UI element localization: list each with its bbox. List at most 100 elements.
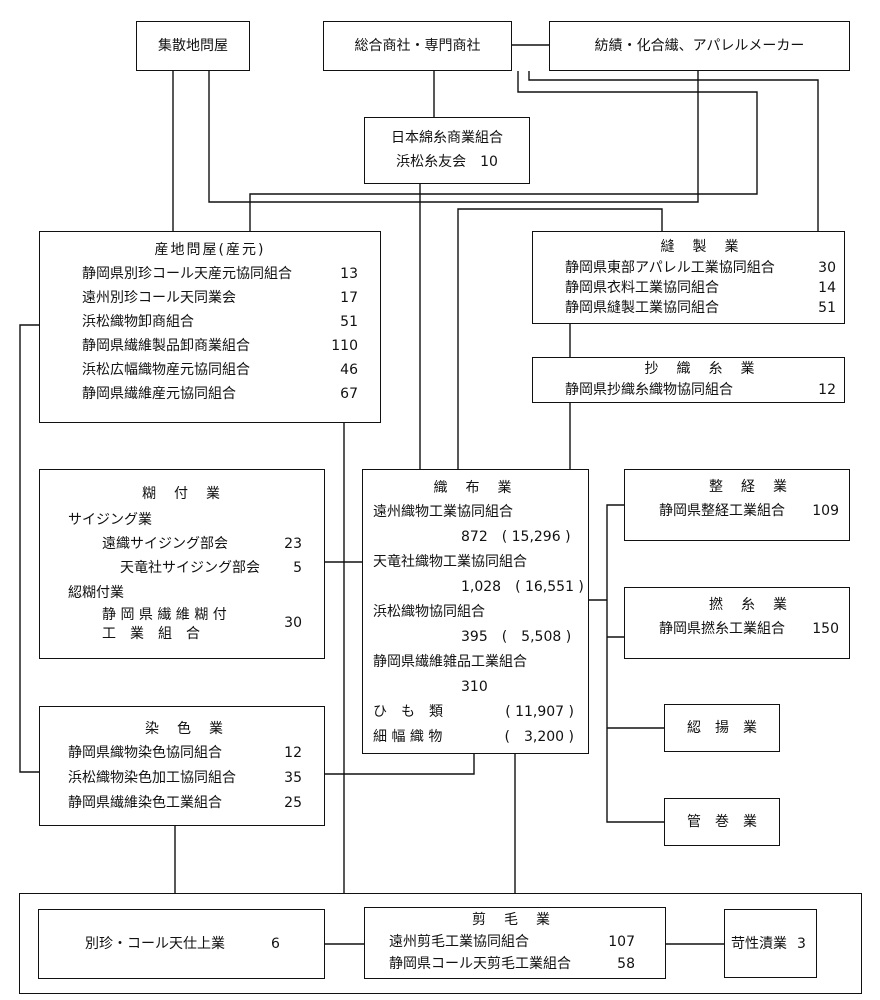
org-name: 静岡県別珍コール天産元協同組合: [82, 266, 292, 282]
org-name: 静岡県繊維産元協同組合: [82, 386, 236, 402]
org-name: 細 幅 織 物: [373, 729, 443, 745]
org-name: 遠州織物工業協同組合: [373, 504, 513, 520]
org-name: 静岡県繊維染色工業組合: [68, 795, 222, 811]
org-name: 静岡県抄織糸織物協同組合: [565, 382, 733, 398]
member-count: 35: [284, 770, 302, 786]
org-name: 静岡県織物染色協同組合: [68, 745, 222, 761]
member-count: 12: [818, 382, 836, 398]
member-count: 51: [818, 300, 836, 316]
sogo-shosha-label: 総合商社・専門商社: [354, 38, 481, 54]
nenshi-row: 静岡県撚糸工業組合 150: [659, 617, 839, 641]
list-item: 395 ( 5,508 ): [373, 625, 574, 650]
senshoku-title: 染 色 業: [145, 721, 225, 737]
member-count: 395 ( 5,508 ): [461, 629, 572, 645]
kasei-box: 苛性漬業 3: [724, 909, 817, 978]
bessin-label: 別珍・コール天仕上業: [85, 936, 225, 952]
senmo-title: 剪 毛 業: [472, 912, 552, 928]
kanmaki-label: 管 巻 業: [687, 814, 757, 830]
sizing-name-0: 遠織サイジング部会: [102, 536, 228, 552]
member-count: 30: [818, 260, 836, 276]
hosei-title: 縫 製 業: [660, 239, 741, 255]
org-name: ひ も 類: [373, 704, 443, 720]
connector-line: [606, 504, 665, 823]
connector-line: [249, 71, 758, 232]
org-name: 浜松広幅織物産元協同組合: [82, 362, 250, 378]
seikei-name: 静岡県整経工業組合: [659, 503, 785, 519]
seikei-count: 109: [812, 503, 839, 519]
org-name: 静岡県繊維製品卸商業組合: [82, 338, 250, 354]
org-name: 浜松織物卸商組合: [82, 314, 194, 330]
kase-label: 綛糊付業: [68, 585, 124, 601]
list-item: 1,028 ( 16,551 ): [373, 575, 584, 600]
list-item: ひ も 類( 11,907 ): [373, 700, 574, 725]
member-count: 310: [461, 679, 488, 695]
bessin-count: 6: [271, 936, 280, 952]
list-item: 遠州剪毛工業協同組合 107: [389, 931, 635, 953]
kase-line2: 工 業 組 合: [102, 626, 200, 642]
member-count: 46: [340, 362, 358, 378]
kase-count: 30: [284, 615, 302, 631]
menshi-line1: 日本綿糸商業組合: [391, 130, 503, 146]
member-count: 51: [340, 314, 358, 330]
list-item: 天竜社織物工業協同組合: [373, 550, 574, 575]
kasei-label: 苛性漬業: [731, 936, 787, 952]
list-item: 872 ( 15,296 ): [373, 525, 574, 550]
org-name: 浜松織物協同組合: [373, 604, 485, 620]
shusan-label: 集散地問屋: [158, 38, 228, 54]
list-item: 静岡県繊維染色工業組合 25: [68, 791, 302, 816]
shoshiki-title: 抄 織 糸 業: [644, 361, 757, 377]
nenshi-count: 150: [812, 621, 839, 637]
list-item: 静岡県東部アパレル工業協同組合 30: [565, 258, 836, 278]
menshi-box: 日本綿糸商業組合 浜松糸友会 10: [364, 117, 530, 184]
sizing-count-0: 23: [284, 536, 302, 552]
kasei-count: 3: [797, 936, 806, 952]
list-item: 静岡県繊維雑品工業組合: [373, 650, 574, 675]
org-name: 静岡県縫製工業協同組合: [565, 300, 719, 316]
org-name: 遠州剪毛工業協同組合: [389, 934, 529, 950]
list-item: 310: [373, 675, 574, 700]
member-count: 17: [340, 290, 358, 306]
sogo-shosha-box: 総合商社・専門商社: [323, 21, 512, 71]
org-name: 遠州別珍コール天同業会: [82, 290, 236, 306]
list-item: 静岡県抄織糸織物協同組合 12: [565, 380, 836, 400]
sizing-count-1: 5: [293, 560, 302, 576]
org-name: 静岡県東部アパレル工業協同組合: [565, 260, 775, 276]
member-count: 110: [331, 338, 358, 354]
list-item: 遠州別珍コール天同業会 17: [82, 286, 358, 310]
connector-line: [528, 71, 819, 232]
connector-line: [19, 324, 40, 773]
sizing-name-1: 天竜社サイジング部会: [120, 560, 260, 576]
sizing-label: サイジング業: [68, 512, 152, 528]
connector-line: [457, 208, 663, 470]
boseki-label: 紡績・化合繊、アパレルメーカー: [594, 38, 805, 54]
kase-line1: 静 岡 県 繊 維 糊 付: [102, 607, 227, 623]
org-name: 静岡県繊維雑品工業組合: [373, 654, 527, 670]
member-count: 12: [284, 745, 302, 761]
finishing-group-frame: [19, 893, 862, 994]
org-name: 静岡県衣料工業協同組合: [565, 280, 719, 296]
org-name: 静岡県コール天剪毛工業組合: [389, 956, 571, 972]
seikei-row: 静岡県整経工業組合 109: [659, 499, 839, 523]
list-item: 細 幅 織 物( 3,200 ): [373, 725, 574, 750]
soage-box: 綛 揚 業: [664, 704, 780, 752]
member-count: 107: [608, 934, 635, 950]
list-item: 静岡県繊維製品卸商業組合 110: [82, 334, 358, 358]
kanmaki-box: 管 巻 業: [664, 798, 780, 846]
member-count: 25: [284, 795, 302, 811]
list-item: 静岡県織物染色協同組合 12: [68, 741, 302, 766]
